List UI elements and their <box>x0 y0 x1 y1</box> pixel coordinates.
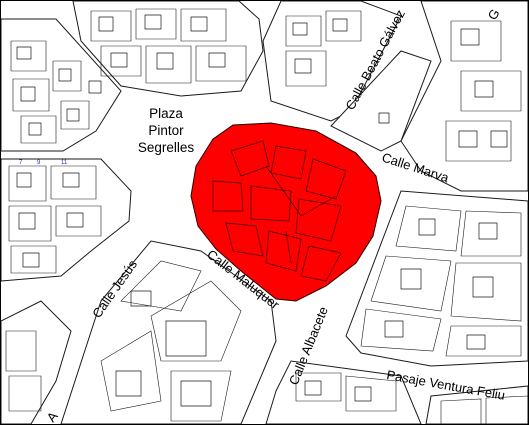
svg-text:9: 9 <box>37 160 41 166</box>
plaza-label-line-2: Pintor <box>148 123 184 138</box>
block-top-right <box>262 1 402 122</box>
block-east <box>345 190 528 367</box>
block-south-east <box>425 385 528 424</box>
block-far-top-right <box>400 1 528 192</box>
svg-text:7: 7 <box>19 160 23 166</box>
block-south-middle <box>265 360 422 424</box>
open-square-north <box>330 50 432 152</box>
block-south-west <box>60 240 277 424</box>
highlighted-block[interactable] <box>190 122 382 302</box>
plaza-label-line-3: Segrelles <box>138 140 195 155</box>
block-left-middle: 7 9 11 <box>1 158 132 282</box>
svg-text:11: 11 <box>61 160 68 166</box>
plaza-label: Plaza Pintor Segrelles <box>138 106 195 155</box>
plaza-label-line-1: Plaza <box>149 106 183 121</box>
street-label-bottom-fragment: A <box>44 409 61 424</box>
block-bottom-left <box>1 300 72 424</box>
block-top-left <box>1 18 122 152</box>
block-top-middle <box>72 1 264 97</box>
